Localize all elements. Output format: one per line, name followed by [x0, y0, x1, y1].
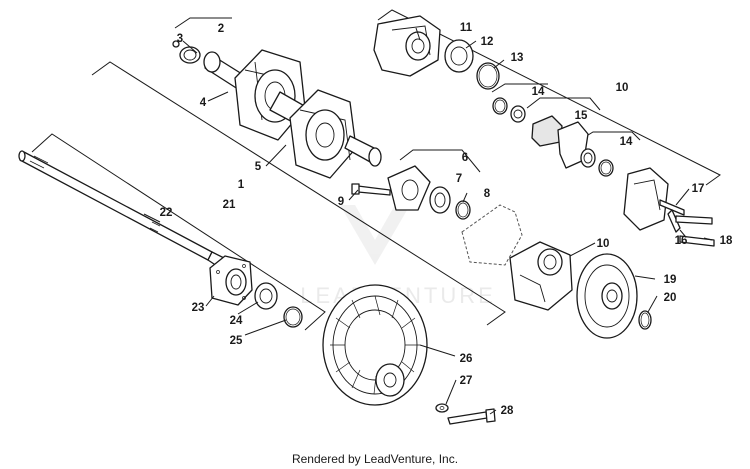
callout-14-lower: 14 [620, 136, 633, 148]
callout-23: 23 [192, 302, 205, 314]
leader-lines [143, 27, 713, 415]
callout-14-upper: 14 [532, 86, 545, 98]
callout-1: 1 [238, 179, 245, 191]
part-ring-14a [492, 97, 508, 115]
bracket-assembly-15 [526, 97, 601, 111]
callout-8: 8 [484, 188, 491, 200]
bracket-assembly-21 [31, 133, 326, 331]
callout-19: 19 [664, 274, 677, 286]
callout-15: 15 [575, 110, 588, 122]
assembly-brackets [31, 9, 721, 331]
part-bearing-12 [444, 39, 474, 73]
part-housing-10-upper [373, 15, 441, 77]
part-ring-13 [476, 62, 500, 90]
callout-21: 21 [223, 199, 236, 211]
callout-27: 27 [460, 375, 473, 387]
part-clutch-sheave-26 [322, 284, 428, 406]
callout-16: 16 [675, 235, 688, 247]
bracket-assembly-6 [399, 149, 481, 173]
callout-9: 9 [338, 196, 344, 208]
part-sheave-19 [576, 253, 638, 339]
part-bolt-28 [447, 408, 496, 425]
part-gasket-dashed [461, 204, 523, 266]
bracket-assembly-14a [491, 83, 548, 93]
callout-2: 2 [218, 23, 224, 35]
bracket-assembly-2 [174, 17, 232, 29]
part-washer-27 [435, 403, 449, 413]
callout-20: 20 [664, 292, 677, 304]
callout-28: 28 [501, 405, 514, 417]
footer-credit: Rendered by LeadVenture, Inc. [291, 452, 459, 466]
callout-7: 7 [456, 173, 462, 185]
callout-22: 22 [160, 207, 173, 219]
part-bolts-18 [675, 215, 715, 247]
part-bolt-9 [351, 183, 391, 196]
callout-18: 18 [720, 235, 733, 247]
bracket-assembly-10 [377, 9, 721, 186]
part-caliper-16-17 [623, 167, 685, 233]
part-brake-pads-15 [531, 115, 589, 169]
callout-10-upper: 10 [616, 82, 629, 94]
part-bearing-24 [254, 282, 278, 310]
callout-17: 17 [692, 183, 705, 195]
part-ring-8 [455, 200, 471, 220]
part-snap-ring-20 [638, 310, 652, 330]
callout-10-lower: 10 [597, 238, 610, 250]
part-housing-10-lower [509, 241, 573, 311]
callout-numbers: 1 2 3 4 5 6 7 8 9 10 10 11 12 13 14 14 1… [160, 22, 733, 417]
callout-6: 6 [462, 152, 468, 164]
part-snap-ring-25 [283, 306, 303, 328]
callout-13: 13 [511, 52, 524, 64]
callout-3: 3 [177, 33, 183, 45]
part-bearing-7 [429, 186, 451, 214]
callout-12: 12 [481, 36, 494, 48]
part-driveshaft-sprocket [203, 49, 382, 179]
callout-11: 11 [460, 22, 473, 34]
bracket-assembly-1 [91, 61, 506, 326]
callout-26: 26 [460, 353, 473, 365]
part-flange-bearing-23 [209, 255, 253, 306]
part-ring-14b [580, 148, 614, 177]
callout-4: 4 [200, 97, 207, 109]
callout-5: 5 [255, 161, 262, 173]
part-bearing-plate-6 [387, 165, 431, 211]
callout-24: 24 [230, 315, 243, 327]
part-spacer-14 [510, 105, 526, 123]
part-long-shaft [18, 150, 225, 269]
callout-25: 25 [230, 335, 243, 347]
